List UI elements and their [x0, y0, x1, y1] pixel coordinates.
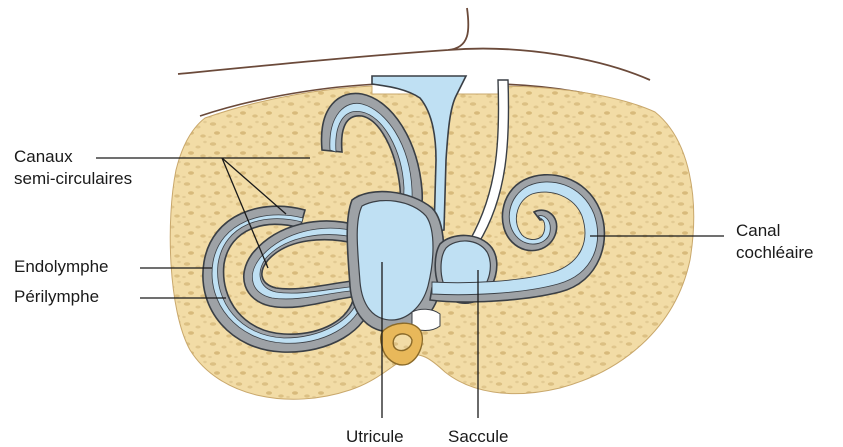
tissue-line-top: [178, 8, 650, 80]
label-perilymphe: Périlymphe: [14, 287, 99, 306]
label-endolymphe: Endolymphe: [14, 257, 109, 276]
label-utricule: Utricule: [346, 427, 404, 446]
label-saccule: Saccule: [448, 427, 508, 446]
label-canal-line2: cochléaire: [736, 243, 814, 262]
label-canal-line1: Canal: [736, 221, 780, 240]
label-canaux-line2: semi-circulaires: [14, 169, 132, 188]
utricule-endolymph: [357, 201, 433, 320]
label-canaux-line1: Canaux: [14, 147, 73, 166]
